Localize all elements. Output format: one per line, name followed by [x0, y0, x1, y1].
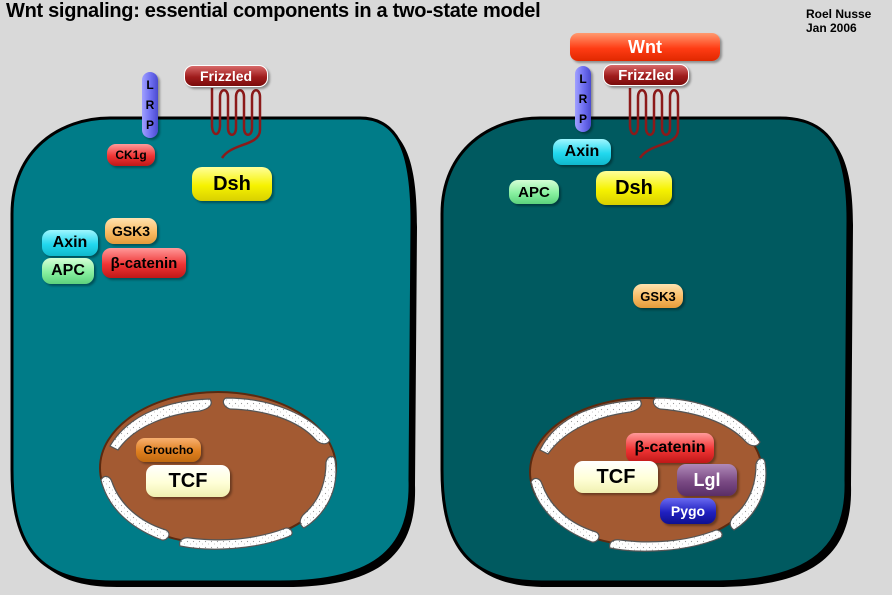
- right-lrp-letter-l: L: [579, 72, 586, 86]
- right-beta-catenin-label: β-catenin: [626, 433, 714, 463]
- right-axin-label: Axin: [553, 139, 611, 165]
- right-lrp-letter-p: P: [579, 112, 587, 126]
- right-frizzled-label: Frizzled: [603, 64, 689, 86]
- left-lrp-letter-p: P: [146, 118, 154, 132]
- right-lgl-label: Lgl: [677, 464, 737, 496]
- left-ck1g-label: CK1g: [107, 144, 155, 166]
- right-dsh-label: Dsh: [596, 171, 672, 205]
- right-lrp-receptor: L R P: [575, 66, 591, 132]
- right-apc-label: APC: [509, 180, 559, 204]
- right-lrp-letter-r: R: [579, 92, 588, 106]
- right-pygo-label: Pygo: [660, 498, 716, 524]
- left-axin-label: Axin: [42, 230, 98, 256]
- left-groucho-label: Groucho: [136, 438, 201, 462]
- left-frizzled-label: Frizzled: [184, 65, 268, 87]
- left-lrp-receptor: L R P: [142, 72, 158, 138]
- left-beta-catenin-label: β-catenin: [102, 248, 186, 278]
- left-tcf-label: TCF: [146, 465, 230, 497]
- left-lrp-letter-r: R: [146, 98, 155, 112]
- left-apc-label: APC: [42, 258, 94, 284]
- left-gsk3-label: GSK3: [105, 218, 157, 244]
- right-tcf-label: TCF: [574, 461, 658, 493]
- right-gsk3-label: GSK3: [633, 284, 683, 308]
- left-dsh-label: Dsh: [192, 167, 272, 201]
- wnt-ligand-label: Wnt: [570, 33, 720, 61]
- left-lrp-letter-l: L: [146, 78, 153, 92]
